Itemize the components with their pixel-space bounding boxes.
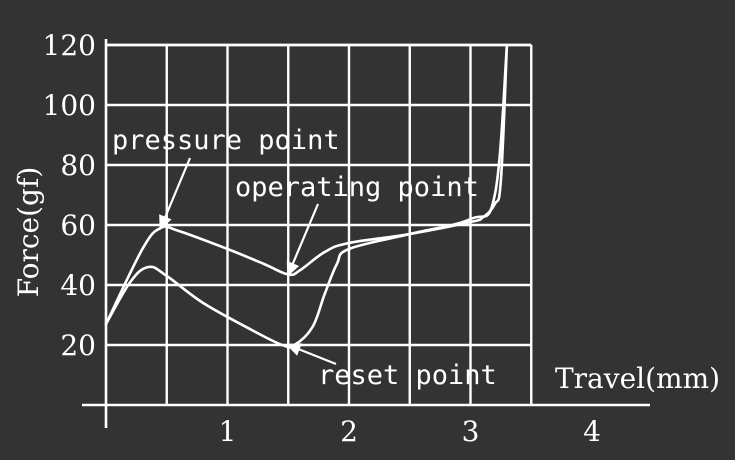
x-axis-label: Travel(mm) (555, 362, 720, 395)
y-axis-label: Force(gf) (12, 167, 45, 298)
y-tick-label: 40 (60, 269, 96, 302)
axes (82, 39, 650, 428)
x-tick-label: 2 (340, 415, 358, 448)
grid (106, 43, 533, 405)
press-curve (104, 43, 509, 326)
y-tick-label: 120 (43, 29, 96, 62)
annotation-arrow (159, 157, 192, 229)
arrow-head-icon (286, 260, 300, 277)
x-tick-label: 3 (462, 415, 480, 448)
y-tick-label: 20 (60, 329, 96, 362)
annotations: pressure point operating point reset point (112, 125, 497, 391)
y-tick-label: 80 (60, 149, 96, 182)
tick-labels: 1 2 3 4 20 40 60 80 100 120 (43, 29, 601, 448)
arrow-head-icon (285, 343, 302, 356)
x-tick-label: 1 (219, 415, 237, 448)
curves (104, 43, 509, 349)
annotation-label: operating point (235, 172, 479, 203)
y-tick-label: 60 (60, 209, 96, 242)
release-curve (104, 43, 509, 349)
annotation-arrow (287, 203, 320, 275)
x-tick-label: 4 (583, 415, 601, 448)
annotation-label: pressure point (112, 125, 340, 156)
y-tick-label: 100 (43, 89, 96, 122)
annotation-label: reset point (318, 360, 497, 391)
arrow-head-icon (159, 214, 172, 231)
